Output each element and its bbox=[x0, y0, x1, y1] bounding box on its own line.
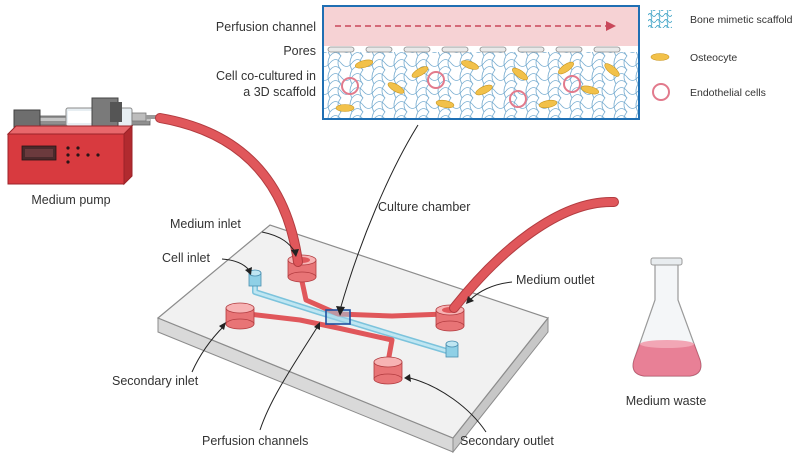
osteocytes bbox=[335, 59, 620, 112]
perfusion-channels-label: Perfusion channels bbox=[202, 434, 308, 448]
medium-waste-label: Medium waste bbox=[626, 394, 707, 408]
microfluidic-chip bbox=[156, 224, 550, 453]
syringe-pump-icon bbox=[6, 97, 160, 186]
waste-flask-icon bbox=[632, 257, 702, 377]
perfusion-channel-label: Perfusion channel bbox=[216, 20, 316, 34]
inset-panel bbox=[322, 5, 640, 120]
scaffold-legend-icon bbox=[648, 10, 672, 28]
pores-label: Pores bbox=[283, 44, 316, 58]
medium-pump-label: Medium pump bbox=[31, 193, 110, 207]
secondary-outlet-port bbox=[373, 356, 403, 385]
medium-outlet-label: Medium outlet bbox=[516, 273, 595, 287]
secondary-outlet-label: Secondary outlet bbox=[460, 434, 554, 448]
legend-endothelial: Endothelial cells bbox=[690, 87, 766, 99]
legend-osteocyte: Osteocyte bbox=[690, 52, 737, 64]
legend-scaffold: Bone mimetic scaffold bbox=[690, 14, 793, 26]
secondary-inlet-label: Secondary inlet bbox=[112, 374, 199, 388]
endothelial-cells bbox=[341, 71, 581, 108]
secondary-inlet-port bbox=[225, 302, 255, 330]
cells-label-line2: a 3D scaffold bbox=[243, 85, 316, 99]
outlet-tube bbox=[449, 196, 619, 313]
cell-inlet-label: Cell inlet bbox=[162, 251, 210, 265]
osteocyte-legend-icon bbox=[650, 53, 670, 61]
cells-label-line1: Cell co-cultured in bbox=[216, 69, 316, 83]
culture-chamber-box bbox=[325, 309, 351, 325]
culture-chamber-label: Culture chamber bbox=[378, 200, 470, 214]
legend: Bone mimetic scaffold Osteocyte Endothel… bbox=[648, 10, 793, 101]
culture-chamber-leader bbox=[339, 124, 419, 311]
endothelial-legend-icon bbox=[652, 83, 670, 101]
pores bbox=[327, 46, 621, 53]
medium-inlet-label: Medium inlet bbox=[170, 217, 241, 231]
cell-outlet-port bbox=[445, 340, 459, 358]
